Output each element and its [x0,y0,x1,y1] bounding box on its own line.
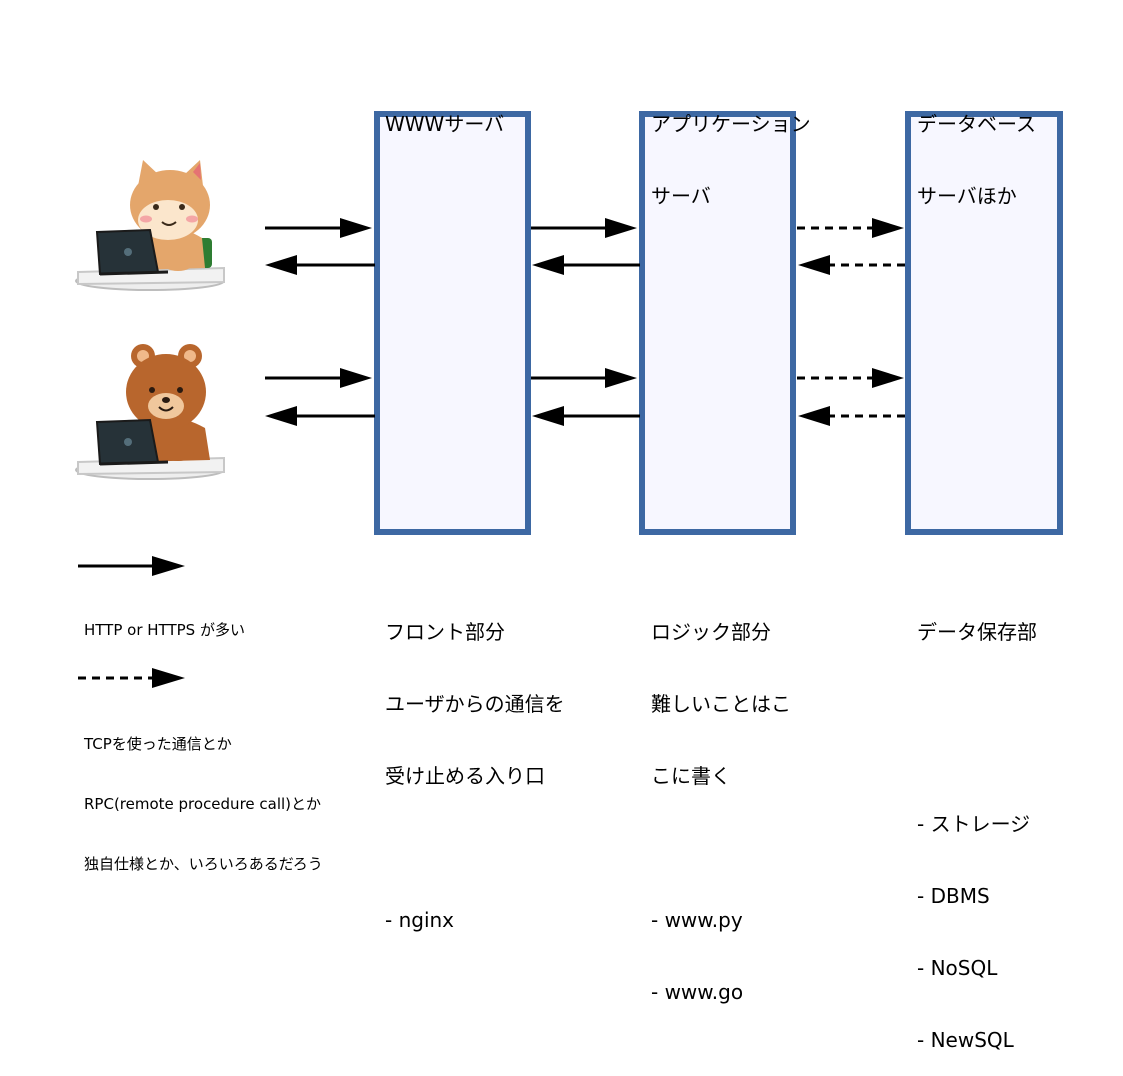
arrows-app-db-1 [797,218,905,275]
db-server-item: - NoSQL [917,956,998,980]
arrows-app-db-2 [797,368,905,426]
app-server-description: ロジック部分 難しいことはこ こに書く - www.py - www.go [651,620,791,1004]
www-server-box [374,111,531,535]
legend-solid-arrow [78,556,185,576]
arrows-user1-www [265,218,375,275]
app-server-item: - www.go [651,980,744,1004]
www-server-title: WWWサーバ [385,112,505,136]
app-server-title: アプリケーション サーバ [651,112,811,208]
db-server-description: データ保存部 - ストレージ - DBMS - NoSQL - NewSQL [917,620,1037,1052]
legend-dashed-arrow [78,668,185,688]
arrows-www-app-2 [531,368,640,426]
db-server-item: - DBMS [917,884,990,908]
app-server-item: - www.py [651,908,743,932]
shiba-dog-with-laptop-illustration [75,160,225,291]
db-server-item: - NewSQL [917,1028,1014,1052]
app-server-box [639,111,796,535]
legend-solid-label: HTTP or HTTPS が多い [84,621,245,639]
db-server-item: - ストレージ [917,812,1031,836]
arrows-www-app-1 [531,218,640,275]
db-server-title: データベース サーバほか [917,112,1036,208]
www-server-description: フロント部分 ユーザからの通信を 受け止める入り口 - nginx [385,620,565,932]
www-server-item: - nginx [385,908,455,932]
architecture-diagram [75,111,1063,688]
arrows-user2-www [265,368,375,426]
legend-dashed-label: TCPを使った通信とか RPC(remote procedure call)とか… [84,735,323,873]
bear-with-laptop-illustration [75,344,225,480]
db-server-box [905,111,1063,535]
